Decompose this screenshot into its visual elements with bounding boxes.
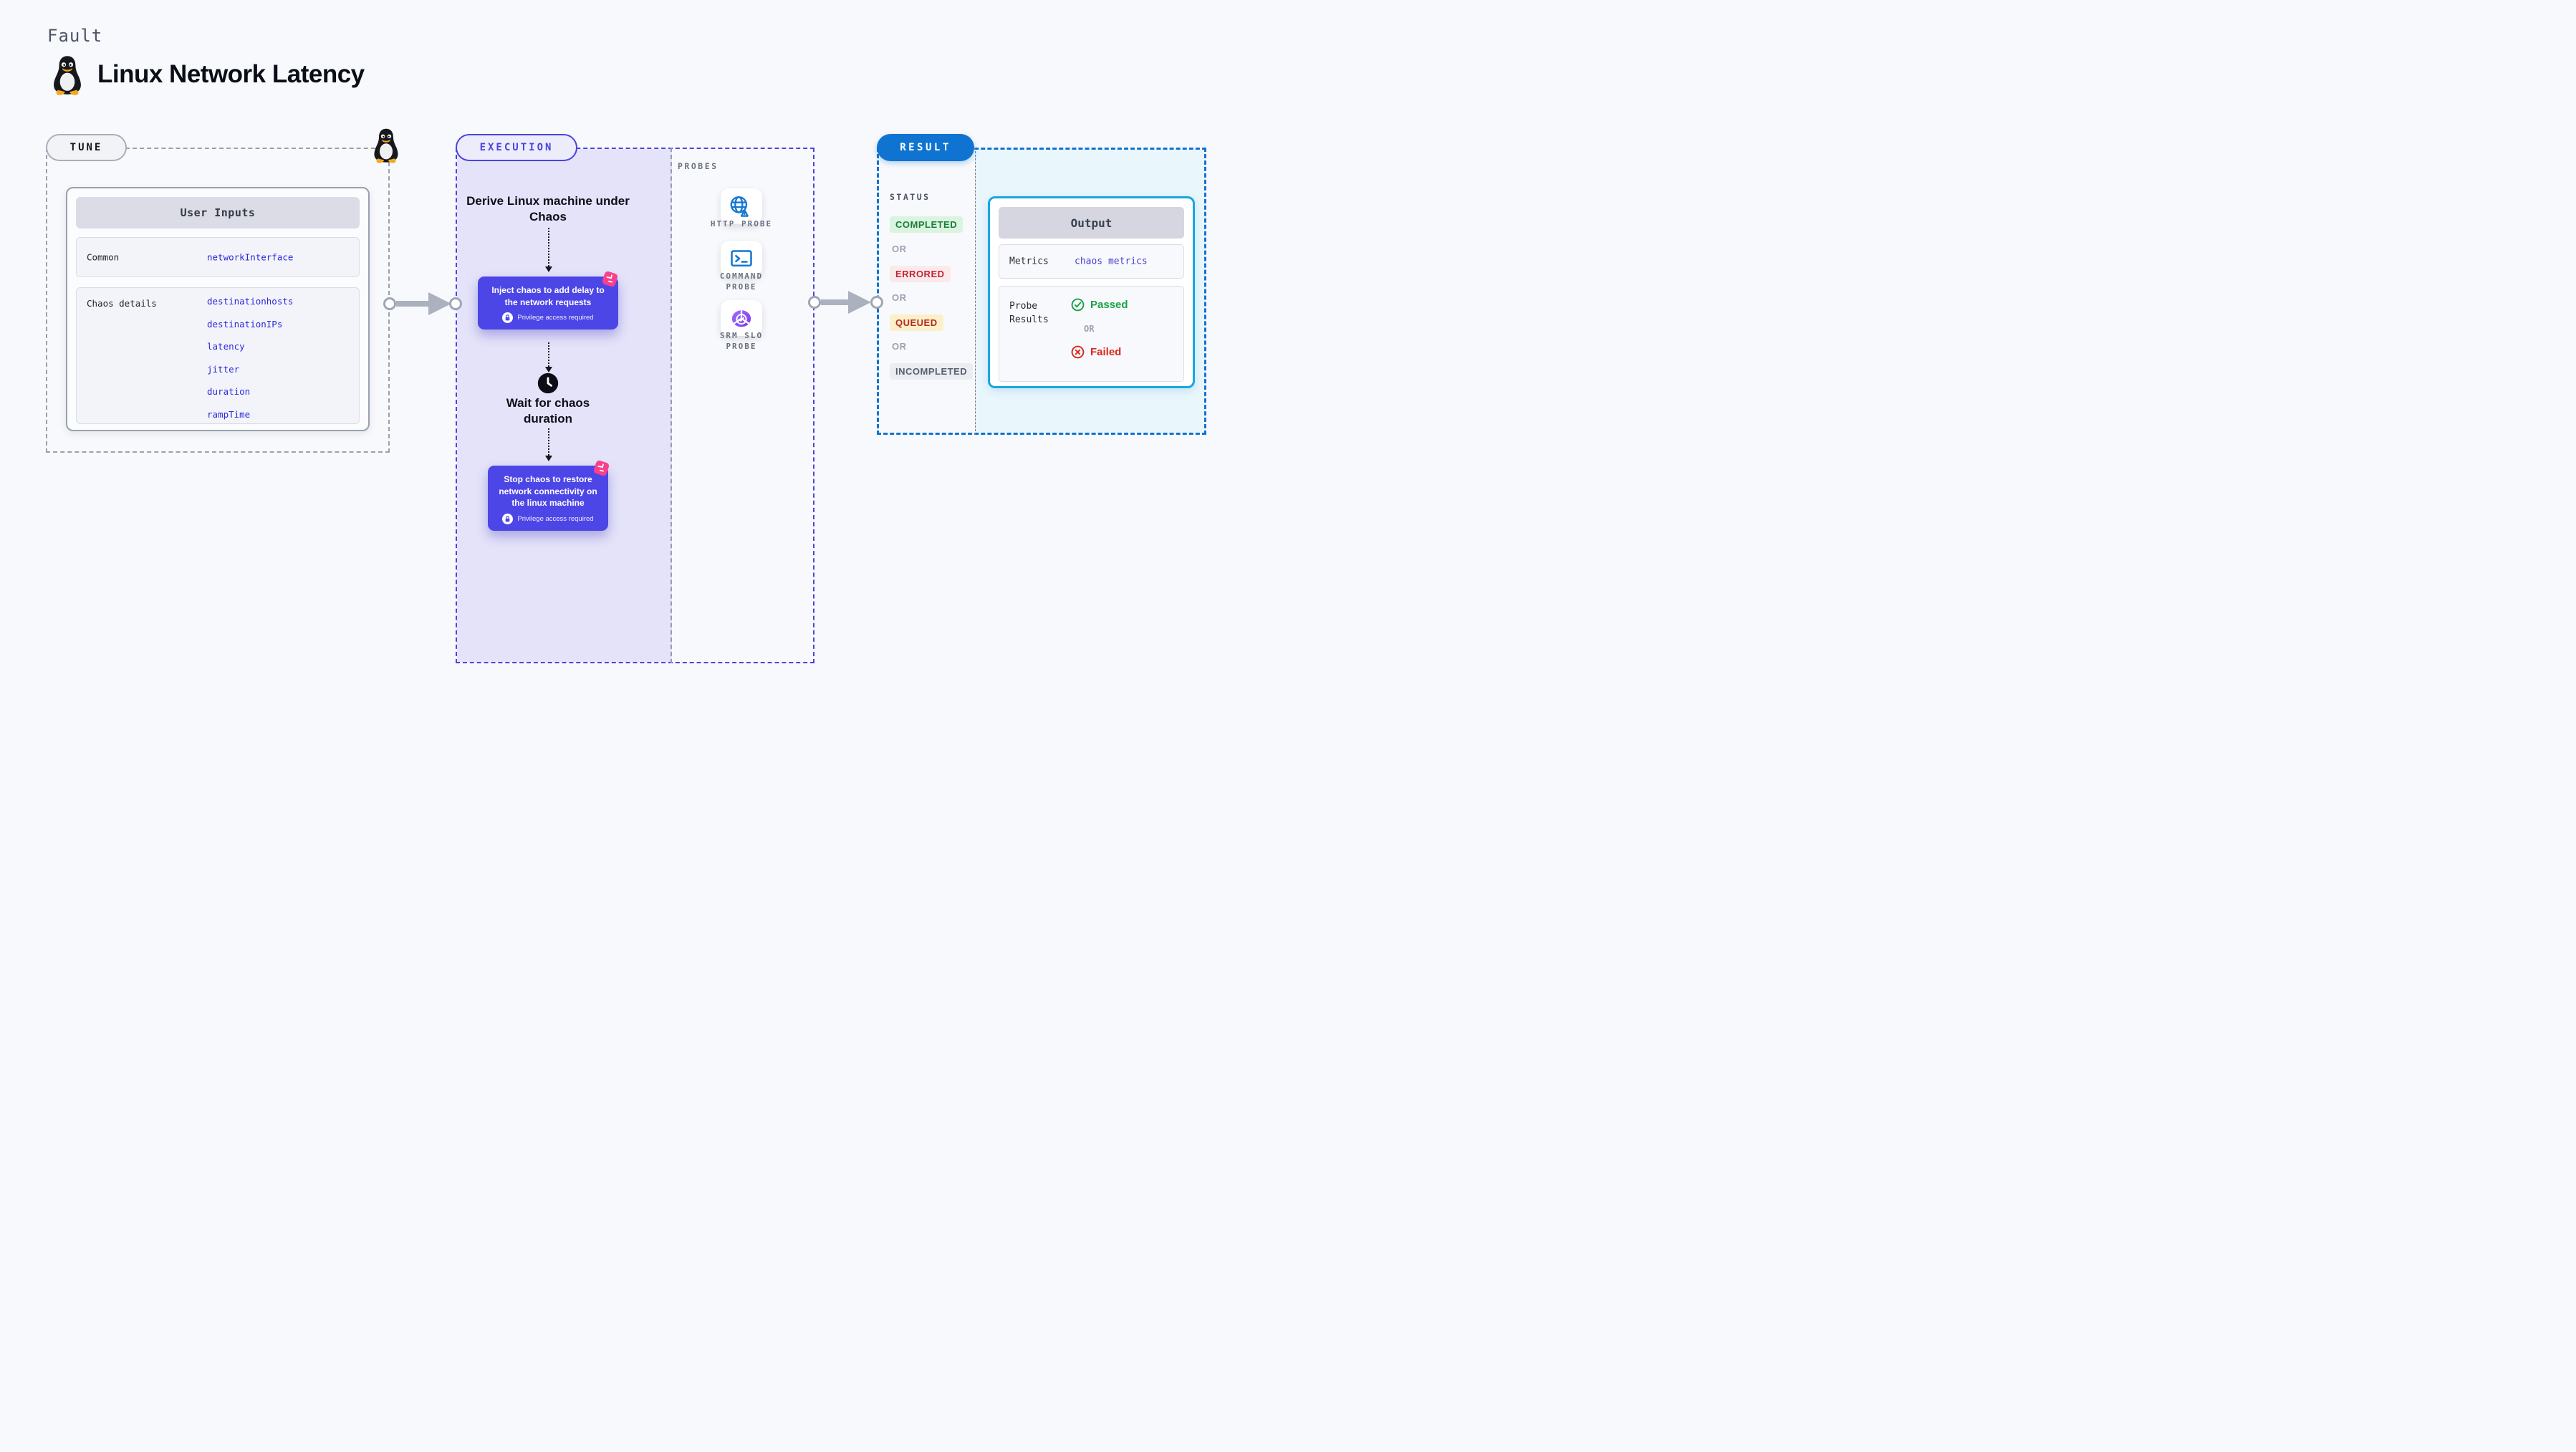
chaos-logo-icon <box>602 271 618 287</box>
terminal-icon <box>731 250 752 267</box>
privilege-note: Privilege access required <box>517 314 594 322</box>
execution-lane <box>457 149 672 662</box>
lock-icon <box>502 312 514 323</box>
globe-warning-icon <box>730 196 749 217</box>
probe-caption: SRM SLO PROBE <box>719 331 764 351</box>
metrics-row: Metrics chaos metrics <box>999 244 1184 279</box>
chaos-logo-icon <box>593 460 610 476</box>
stop-chaos-label: Stop chaos to restore network connectivi… <box>499 474 597 508</box>
privilege-note: Privilege access required <box>517 514 594 523</box>
inject-chaos-label: Inject chaos to add delay to the network… <box>491 285 605 307</box>
failed-label: Failed <box>1090 346 1122 358</box>
inject-chaos-node: Inject chaos to add delay to the network… <box>478 277 618 330</box>
tux-penguin-icon <box>374 128 398 163</box>
flow-arrow-head <box>428 292 451 315</box>
connector-dot <box>808 296 821 309</box>
input-value: latency <box>207 341 245 352</box>
wait-step-label: Wait for chaos duration <box>506 396 590 425</box>
status-badge-completed: COMPLETED <box>890 216 963 233</box>
user-inputs-card: User Inputs Common networkInterface Chao… <box>66 187 370 431</box>
status-label: STATUS <box>890 192 931 202</box>
flow-arrow-shaft <box>396 301 429 307</box>
or-label: OR <box>892 341 907 352</box>
status-badge-errored: ERRORED <box>890 266 951 282</box>
probe-caption: COMMAND PROBE <box>719 271 764 292</box>
input-value: rampTime <box>207 408 251 420</box>
input-row-common: Common networkInterface <box>76 237 360 277</box>
input-row-label: Chaos details <box>87 298 157 309</box>
flow-arrow-shaft <box>821 299 850 305</box>
tux-penguin-icon <box>54 56 81 95</box>
input-value: destinationIPs <box>207 318 283 330</box>
passed-label: Passed <box>1090 299 1128 311</box>
input-value: networkInterface <box>207 251 294 263</box>
probe-card-command <box>721 241 762 277</box>
input-value: destinationhosts <box>207 296 294 307</box>
page-title: Linux Network Latency <box>97 60 365 88</box>
probes-label: PROBES <box>678 161 719 171</box>
status-badge-incompleted: INCOMPLETED <box>890 363 974 380</box>
input-value: jitter <box>207 363 240 375</box>
failed-result: Failed <box>1071 345 1121 359</box>
flow-arrow-head <box>848 291 871 314</box>
execution-badge: EXECUTION <box>456 134 577 161</box>
or-label: OR <box>892 244 907 254</box>
connector-dot <box>383 297 396 310</box>
flow-connector-down <box>544 428 552 461</box>
execution-probes-divider <box>671 148 672 663</box>
connector-dot <box>449 297 462 310</box>
or-label: OR <box>892 292 907 303</box>
probe-caption: HTTP PROBE <box>710 219 773 229</box>
probe-results-label: Probe Results <box>1009 301 1049 325</box>
slo-pie-icon <box>731 308 751 327</box>
connector-dot <box>870 296 883 309</box>
result-divider <box>975 148 976 435</box>
or-label: OR <box>1084 324 1095 334</box>
passed-check-icon <box>1071 298 1085 312</box>
step-derive-label: Derive Linux machine under Chaos <box>466 194 630 223</box>
tune-badge: TUNE <box>46 134 127 161</box>
chaos-fault-diagram: Fault Linux Network Latency TUNE User In… <box>0 0 1288 726</box>
input-row-chaos-details: Chaos details destinationhosts destinati… <box>76 287 360 424</box>
clock-icon <box>537 372 559 394</box>
flow-connector-down <box>544 342 552 372</box>
result-badge: RESULT <box>877 134 974 161</box>
input-row-label: Common <box>87 251 120 263</box>
input-value: duration <box>207 386 251 397</box>
output-header: Output <box>999 207 1184 239</box>
stop-chaos-node: Stop chaos to restore network connectivi… <box>488 466 608 531</box>
user-inputs-header: User Inputs <box>76 197 360 229</box>
lock-icon <box>502 513 514 524</box>
passed-result: Passed <box>1071 298 1128 312</box>
status-badge-queued: QUEUED <box>890 314 943 331</box>
probe-card-http <box>721 188 762 224</box>
probe-results-row: Probe Results Passed OR Failed <box>999 286 1184 382</box>
flow-connector-down <box>544 228 552 272</box>
output-card: Output Metrics chaos metrics Probe Resul… <box>988 196 1195 388</box>
metrics-label: Metrics <box>1009 256 1049 267</box>
input-value-list: destinationhosts destinationIPs latency … <box>207 290 293 425</box>
metrics-value: chaos metrics <box>1075 256 1148 267</box>
probe-card-srm-slo <box>721 300 762 336</box>
failed-x-icon <box>1071 345 1085 359</box>
execution-region <box>456 148 814 663</box>
fault-kicker: Fault <box>47 26 103 46</box>
